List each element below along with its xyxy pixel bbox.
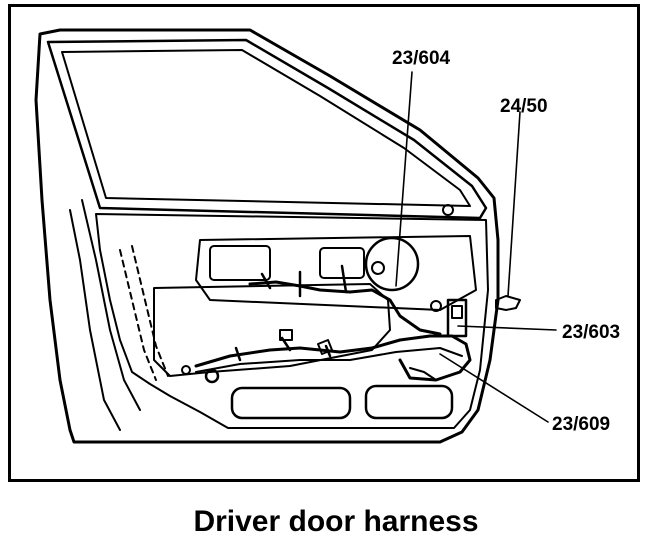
callout-24-50: 24/50 [500,96,548,117]
inner-panel [95,213,489,429]
lower-pocket-right [364,384,454,420]
dashed-seal [119,249,157,381]
mirror-mount [442,204,454,216]
leader-23-609 [439,353,549,423]
caption: Driver door harness [193,505,479,538]
lock-unit [446,298,468,338]
mirror-connector [495,295,521,311]
door-outer-panel [34,28,500,444]
leader-23-603 [457,325,557,331]
wiring-harness [194,334,472,382]
window-frame [46,38,488,220]
leader-23-604 [395,71,413,287]
door-trim [153,283,391,377]
hinge-pillar [81,199,141,411]
callout-23-604: 23/604 [392,48,451,69]
lower-pocket-left [230,386,352,420]
diagram-frame [8,4,640,482]
callout-23-609: 23/609 [552,414,611,435]
window-glass [61,49,471,207]
speaker [364,236,420,292]
upper-cutout [209,245,271,281]
callout-23-603: 23/603 [562,322,621,343]
leader-24-50 [507,111,521,297]
